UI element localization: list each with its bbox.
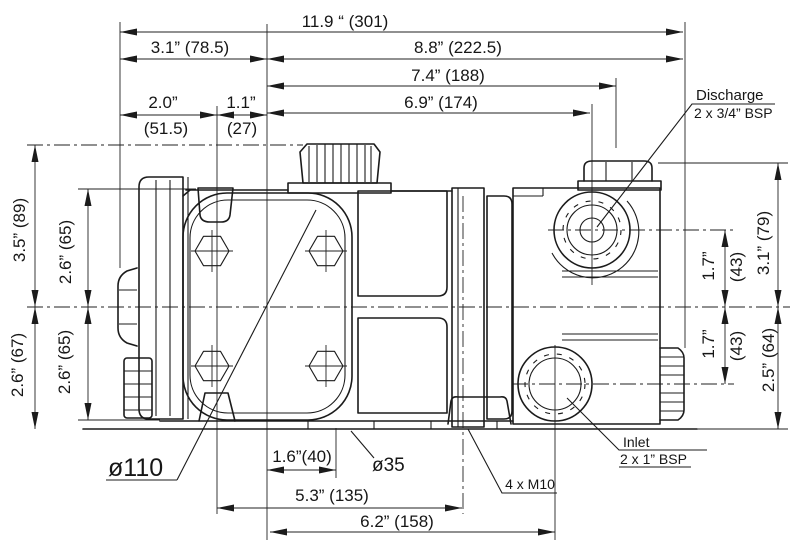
dim-discharge-offset-mm: (43) bbox=[727, 252, 746, 282]
dim-rear-to-foot-mm: (51.5) bbox=[144, 119, 188, 138]
dim-center-to-cap-top: 3.5” (89) bbox=[10, 198, 29, 262]
annotation-text: Discharge 2 x 3/4” BSP Inlet 2 x 1” BSP … bbox=[108, 87, 773, 492]
terminal-boss bbox=[117, 267, 138, 347]
inlet-spec-label: 2 x 1” BSP bbox=[620, 451, 687, 467]
dim-discharge-offset-in: 1.7” bbox=[699, 251, 718, 281]
dimension-lines bbox=[31, 28, 782, 536]
slot-dia-label: ø35 bbox=[372, 455, 405, 476]
side-hex-plug bbox=[659, 347, 685, 421]
dim-rear-to-foot-in: 2.0” bbox=[148, 93, 178, 112]
m10-leader bbox=[467, 428, 557, 494]
dim-front-length: 8.8” (222.5) bbox=[414, 38, 502, 57]
dim-foot-to-front-slot: 5.3” (135) bbox=[295, 486, 369, 505]
dim-to-discharge-center: 6.9” (174) bbox=[404, 93, 478, 112]
cap-flange bbox=[287, 182, 392, 194]
top-hex-plug bbox=[577, 160, 662, 191]
coupling-plates bbox=[451, 187, 513, 428]
dimension-text: 11.9 “ (301) 3.1” (78.5) 8.8” (222.5) 7.… bbox=[8, 12, 778, 531]
dim-center-to-base-left: 2.6” (67) bbox=[8, 333, 27, 397]
dim-center-to-body-top: 2.6” (65) bbox=[56, 220, 75, 284]
dim-to-discharge-face: 7.4” (188) bbox=[411, 66, 485, 85]
inlet-leader bbox=[566, 397, 707, 451]
dim-center-to-body-bottom: 2.6” (65) bbox=[55, 330, 74, 394]
leader-lines bbox=[350, 103, 775, 494]
dim-center-to-top: 3.1” (79) bbox=[754, 211, 773, 275]
flange-body-outer bbox=[182, 192, 353, 421]
flange-body-inner bbox=[189, 199, 346, 414]
head-block bbox=[512, 187, 661, 425]
dim-flange-to-inlet: 6.2” (158) bbox=[360, 512, 434, 531]
inlet-port bbox=[517, 346, 593, 422]
filler-cap bbox=[287, 143, 392, 194]
dim-inlet-offset-mm: (43) bbox=[727, 331, 746, 361]
pump-head bbox=[512, 160, 685, 425]
bolt-circle-diagonal bbox=[106, 209, 317, 481]
dim-flange-to-slot: 1.6”(40) bbox=[272, 447, 332, 466]
flange-bolts bbox=[191, 230, 347, 387]
dim-rear-length: 3.1” (78.5) bbox=[151, 38, 229, 57]
extension-lines bbox=[78, 22, 788, 540]
discharge-port bbox=[551, 191, 640, 279]
discharge-leader bbox=[596, 103, 775, 228]
discharge-spec-label: 2 x 3/4” BSP bbox=[694, 105, 773, 121]
discharge-label: Discharge bbox=[696, 87, 764, 104]
bolt-circle-dia-label: ø110 bbox=[108, 454, 163, 482]
base-and-feet bbox=[82, 392, 698, 430]
mounting-bolts-label: 4 x M10 bbox=[505, 476, 555, 492]
dim-foot-to-center-mm: (27) bbox=[227, 119, 257, 138]
center-lines bbox=[27, 144, 790, 514]
slot-leader bbox=[350, 430, 375, 459]
dim-inlet-offset-in: 1.7” bbox=[699, 329, 718, 359]
top-bracket bbox=[197, 187, 234, 223]
lower-plug bbox=[123, 357, 153, 419]
dim-center-to-base-right: 2.5” (64) bbox=[759, 328, 778, 392]
dim-overall-length: 11.9 “ (301) bbox=[302, 12, 389, 31]
mid-section bbox=[357, 190, 448, 414]
motor-end-cap bbox=[138, 176, 184, 420]
inlet-label: Inlet bbox=[623, 434, 650, 450]
motor-assembly bbox=[117, 143, 453, 421]
dim-foot-to-center-in: 1.1” bbox=[226, 93, 256, 112]
